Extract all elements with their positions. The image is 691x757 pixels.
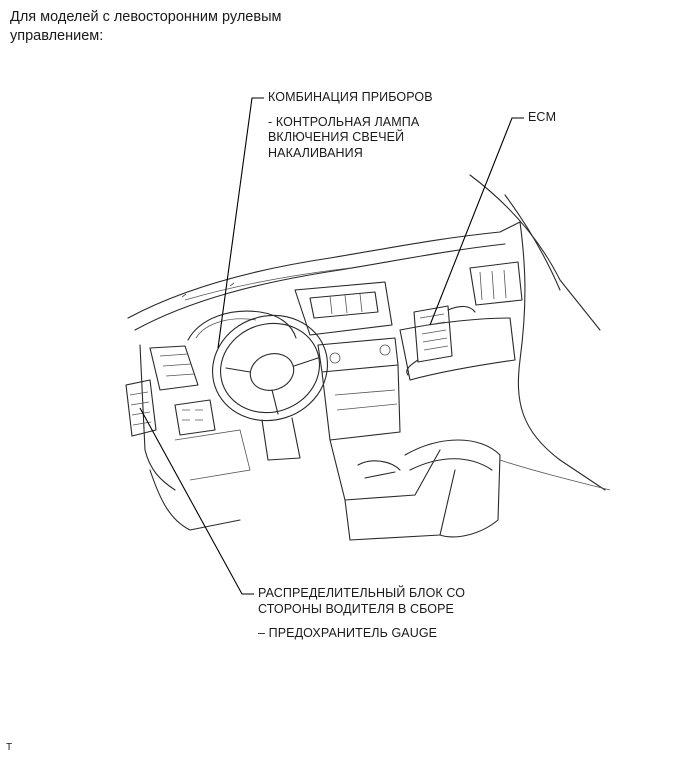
- junction-block-leader: [139, 407, 254, 595]
- combination-meter-label: КОМБИНАЦИЯ ПРИБОРОВ - КОНТРОЛЬНАЯ ЛАМПА …: [268, 90, 433, 161]
- combination-meter-sub-2: ВКЛЮЧЕНИЯ СВЕЧЕЙ: [268, 130, 405, 144]
- steering-wheel-outline: [211, 314, 329, 422]
- junction-block-sub: – ПРЕДОХРАНИТЕЛЬ GAUGE: [258, 626, 438, 640]
- ecm-unit-outline: [413, 305, 453, 363]
- center-stack-outline: [294, 281, 393, 336]
- center-console-outline: [329, 439, 441, 501]
- combination-meter-title: КОМБИНАЦИЯ ПРИБОРОВ: [268, 90, 433, 104]
- ecm-leader: [429, 117, 524, 326]
- junction-block-outline: [125, 379, 157, 437]
- heading-line-1: Для моделей с левосторонним рулевым: [10, 9, 282, 25]
- corner-mark: T: [6, 742, 13, 753]
- a-pillar-outline: [469, 174, 601, 331]
- dashboard-top-outline: [127, 221, 521, 319]
- junction-block-label: РАСПРЕДЕЛИТЕЛЬНЫЙ БЛОК СО СТОРОНЫ ВОДИТЕ…: [258, 586, 465, 642]
- combination-meter-sub-3: НАКАЛИВАНИЯ: [268, 145, 363, 160]
- ecm-title: ECM: [528, 110, 557, 124]
- page-heading: Для моделей с левосторонним рулевым упра…: [10, 8, 390, 46]
- junction-block-title-1: РАСПРЕДЕЛИТЕЛЬНЫЙ БЛОК СО: [258, 586, 466, 600]
- junction-block-title-2: СТОРОНЫ ВОДИТЕЛЯ В СБОРЕ: [258, 601, 454, 616]
- ecm-label: ECM: [528, 110, 556, 126]
- glovebox-outline: [399, 317, 516, 381]
- combination-meter-sub-1: - КОНТРОЛЬНАЯ ЛАМПА: [268, 114, 420, 129]
- combination-meter-leader: [217, 97, 264, 349]
- heading-line-2: управлением:: [10, 28, 104, 44]
- left-vent-outline: [149, 345, 199, 391]
- armrest-outline: [404, 439, 501, 538]
